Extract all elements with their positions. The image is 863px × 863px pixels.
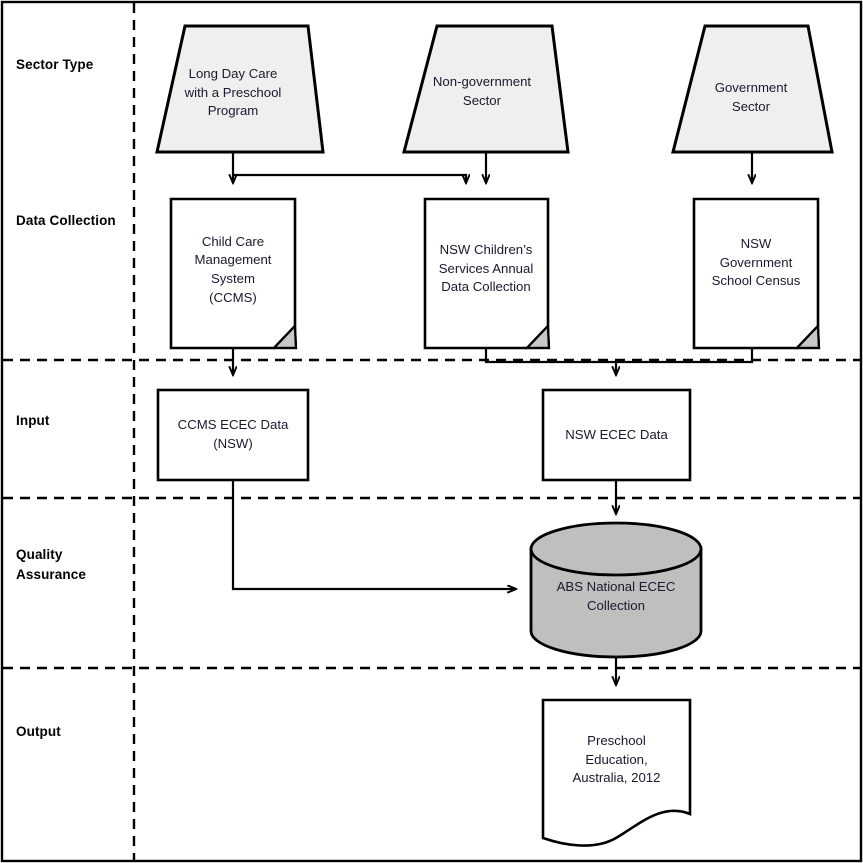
node-preschool-education-publication[interactable] <box>541 698 692 847</box>
edge-ccms-ecec-to-abs <box>231 480 516 589</box>
node-ccms[interactable] <box>169 197 298 350</box>
swimlane-label-input: Input <box>16 413 50 428</box>
swimlane-label-sector-type: Sector Type <box>16 57 94 72</box>
node-long-day-care[interactable] <box>155 24 325 154</box>
node-nsw-ecec-data[interactable] <box>541 388 692 482</box>
node-nsw-childrens-services[interactable] <box>423 197 551 350</box>
connectors <box>233 152 752 685</box>
node-nsw-school-census[interactable] <box>692 197 821 350</box>
node-ccms-ecec-data[interactable] <box>156 388 310 482</box>
swimlane-dividers <box>3 3 860 860</box>
swimlane-label-output: Output <box>16 724 61 739</box>
node-government-sector[interactable] <box>671 24 834 154</box>
edge-census-merge <box>616 348 754 364</box>
edge-nsw-childrens-merge <box>484 348 616 364</box>
swimlane-label-data-collection: Data Collection <box>16 213 116 228</box>
node-non-government-sector[interactable] <box>402 24 570 154</box>
edge-ldc-to-nsw-childrens <box>233 175 466 183</box>
swimlane-label-quality-assurance: Quality Assurance <box>16 547 86 582</box>
node-abs-national-collection[interactable] <box>529 521 703 659</box>
